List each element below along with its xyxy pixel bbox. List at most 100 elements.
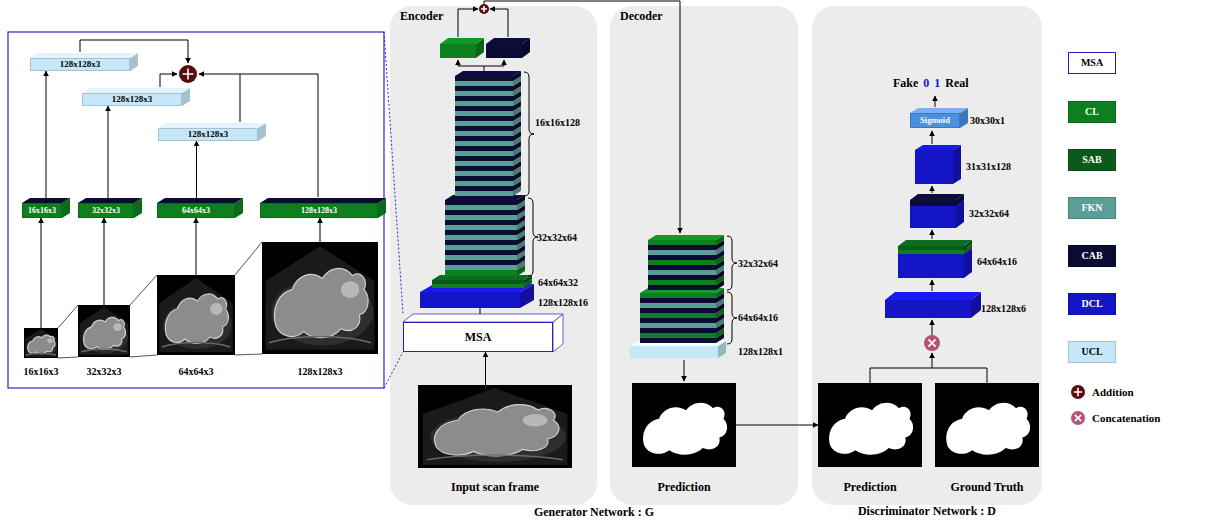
layer-front bbox=[432, 280, 524, 284]
prediction-mask: Prediction bbox=[818, 383, 922, 467]
layer-front bbox=[640, 298, 716, 303]
layer-front bbox=[445, 225, 517, 230]
image-caption: Prediction bbox=[843, 481, 896, 495]
ultrasound-illustration bbox=[262, 242, 378, 354]
fetus-shape bbox=[84, 317, 126, 349]
flow-line bbox=[240, 74, 241, 122]
scaled-scan-image: 16x16x3 bbox=[24, 328, 58, 358]
layer-front bbox=[455, 76, 513, 81]
layer-front bbox=[445, 265, 517, 270]
layer-front bbox=[648, 240, 716, 245]
layer-front bbox=[898, 246, 964, 250]
dimension-label: 128x128x1 bbox=[738, 346, 783, 358]
dimension-label: 128x128x16 bbox=[538, 297, 588, 309]
flow-line bbox=[458, 9, 478, 37]
flow-arrow bbox=[320, 218, 321, 242]
legend-swatch: CAB bbox=[1068, 245, 1116, 267]
layer-front bbox=[910, 200, 956, 206]
layer-front bbox=[648, 280, 716, 285]
layer-side bbox=[953, 145, 961, 184]
layer-front bbox=[445, 210, 517, 215]
addition-symbol bbox=[179, 65, 197, 83]
concatenation-symbol bbox=[928, 339, 935, 346]
scan-wall bbox=[162, 343, 231, 348]
flow-line bbox=[490, 9, 508, 37]
layer-front bbox=[445, 250, 517, 255]
dimension-label: 32x32x64 bbox=[738, 258, 778, 270]
layer-front bbox=[885, 300, 971, 318]
flow-arrow bbox=[41, 218, 42, 328]
zoom-leader bbox=[384, 32, 403, 314]
ground-truth-mask: Ground Truth bbox=[935, 383, 1039, 467]
image-caption: 128x128x3 bbox=[298, 366, 343, 378]
legend-entry: CAB bbox=[1068, 245, 1116, 267]
layer-top bbox=[915, 145, 961, 150]
image-caption: 64x64x3 bbox=[179, 366, 214, 378]
layer-top bbox=[486, 38, 530, 44]
scaled-scan-image: 128x128x3 bbox=[262, 242, 378, 354]
layer-front bbox=[440, 44, 476, 58]
layer-front bbox=[648, 265, 716, 270]
layer-front bbox=[640, 313, 716, 318]
layer-top bbox=[885, 292, 981, 300]
layer-front bbox=[455, 141, 513, 146]
layer-front bbox=[455, 131, 513, 136]
fetus-head bbox=[210, 303, 222, 315]
layer-front bbox=[640, 328, 716, 333]
layer-front bbox=[640, 338, 716, 343]
layer-top bbox=[420, 284, 534, 292]
layer-label: 128x128x3 bbox=[60, 60, 101, 69]
legend-entry: Concatenation bbox=[1068, 409, 1160, 427]
legend-swatch: UCL bbox=[1068, 341, 1116, 363]
panel-ground bbox=[812, 6, 1042, 505]
layer-front bbox=[445, 245, 517, 250]
upsample-layer: 128x128x3 bbox=[82, 93, 182, 106]
layer-front bbox=[640, 303, 716, 308]
layer-top bbox=[445, 265, 525, 270]
layer-label: 64x64x3 bbox=[182, 207, 210, 215]
image-caption: 16x16x3 bbox=[24, 366, 59, 378]
layer-front bbox=[455, 146, 513, 151]
layer-label: 128x128x3 bbox=[188, 130, 229, 139]
dimension-brace bbox=[727, 292, 737, 344]
layer-front bbox=[455, 186, 513, 191]
dimension-label: 32x32x64 bbox=[537, 232, 577, 244]
panel-heading: Decoder bbox=[620, 10, 663, 24]
layer-front bbox=[445, 205, 517, 210]
layer-front bbox=[455, 121, 513, 126]
scan-fan bbox=[80, 307, 129, 355]
layer-front bbox=[640, 318, 716, 323]
image-caption: Ground Truth bbox=[950, 481, 1023, 495]
ultrasound-illustration bbox=[157, 275, 235, 355]
layer-front bbox=[455, 136, 513, 141]
layer-front bbox=[455, 176, 513, 181]
panel-heading: Discriminator Network : D bbox=[858, 505, 996, 519]
layer-front bbox=[455, 111, 513, 116]
flow-arrow bbox=[196, 141, 197, 203]
layer-front bbox=[455, 116, 513, 121]
conv-layer: 128x128x3 bbox=[260, 203, 378, 218]
mask-shape bbox=[643, 403, 727, 455]
flow-arrow bbox=[485, 352, 486, 385]
scan-wall bbox=[81, 349, 127, 352]
legend-swatch: MSA bbox=[1068, 52, 1116, 74]
concatenation-symbol bbox=[924, 335, 940, 351]
dimension-brace bbox=[528, 198, 538, 276]
flow-arrow bbox=[736, 425, 818, 426]
msa-block: MSA bbox=[403, 322, 553, 352]
layer-label: 128x128x3 bbox=[301, 207, 337, 215]
layer-front bbox=[445, 240, 517, 245]
legend-entry: CL bbox=[1068, 101, 1116, 123]
layer-front bbox=[455, 91, 513, 96]
layer-front bbox=[648, 245, 716, 250]
flow-line bbox=[480, 308, 481, 314]
fetus-head bbox=[113, 323, 121, 331]
output-label: 0 bbox=[923, 77, 929, 91]
flow-line bbox=[932, 280, 933, 291]
layer-front bbox=[455, 166, 513, 171]
layer-front bbox=[648, 250, 716, 255]
layer-front bbox=[445, 230, 517, 235]
dimension-label: 30x30x1 bbox=[970, 115, 1005, 127]
layer-front bbox=[455, 191, 513, 196]
addition-symbol bbox=[1071, 385, 1085, 399]
